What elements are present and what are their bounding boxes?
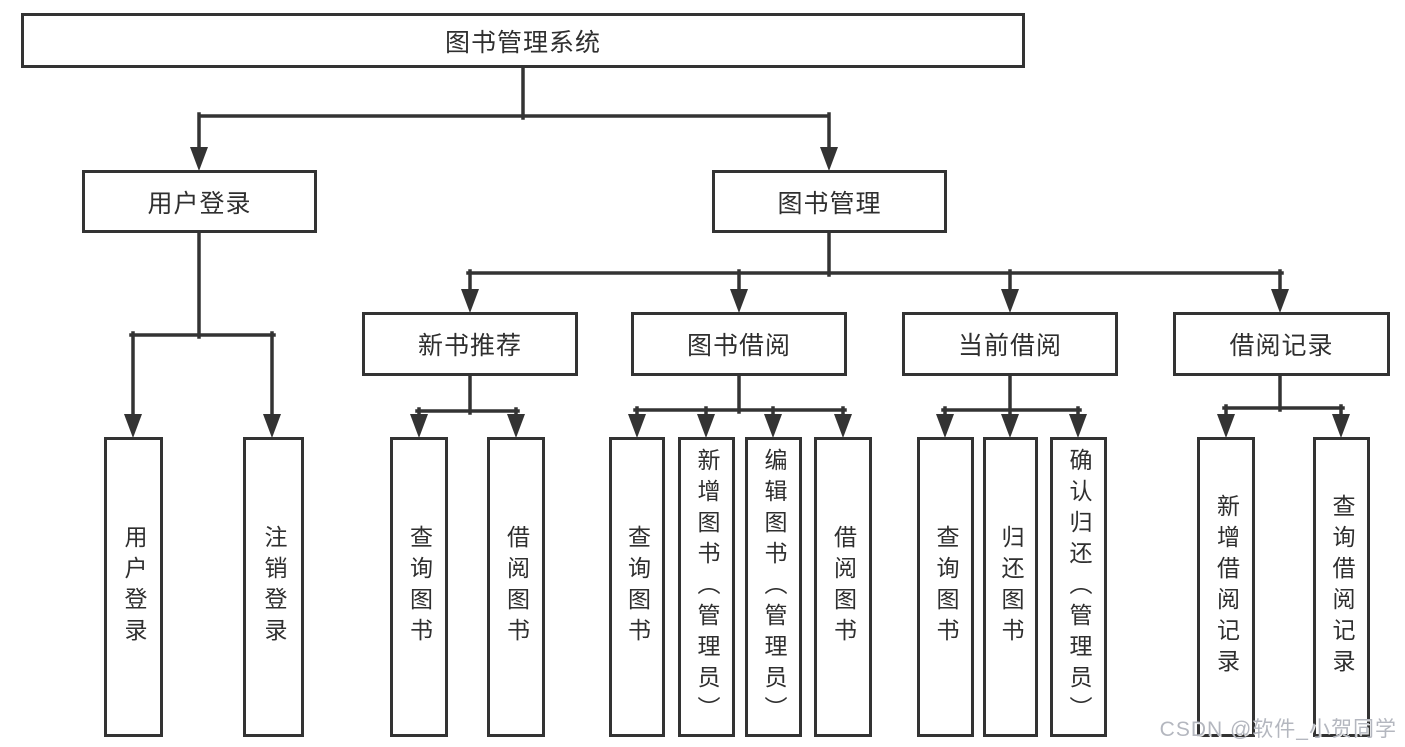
- node-label: 借阅图书: [503, 525, 530, 649]
- node-label: 借阅记录: [1229, 332, 1334, 360]
- arrowhead-icon: [190, 147, 208, 171]
- node-leaf-user-login: 用户登录: [104, 437, 163, 737]
- arrowhead-icon: [697, 414, 715, 438]
- node-label: 图书管理系统: [444, 28, 601, 57]
- connector-path: [129, 66, 1345, 422]
- node-label: 查询借阅记录: [1329, 494, 1355, 680]
- node-leaf-query-book-2: 查询图书: [609, 437, 665, 737]
- node-label: 新增借阅记录: [1213, 494, 1240, 680]
- node-leaf-query-borrow-record: 查询借阅记录: [1313, 437, 1370, 737]
- arrowhead-icon: [410, 414, 428, 438]
- node-label: 查询图书: [406, 525, 433, 649]
- node-label: 用户登录: [121, 525, 147, 649]
- node-user-login-branch: 用户登录: [82, 170, 317, 233]
- node-label: 归还图书: [998, 525, 1024, 649]
- node-root: 图书管理系统: [21, 13, 1025, 68]
- arrowhead-icon: [507, 414, 525, 438]
- node-book-borrow: 图书借阅: [631, 312, 847, 376]
- node-leaf-add-borrow-record: 新增借阅记录: [1197, 437, 1255, 737]
- csdn-watermark: CSDN @软件_小贺同学: [1159, 718, 1397, 741]
- arrowhead-icon: [1001, 289, 1019, 313]
- node-label: 用户登录: [147, 189, 252, 218]
- arrowhead-icon: [730, 289, 748, 313]
- arrowhead-icon: [834, 414, 852, 438]
- node-borrow-records: 借阅记录: [1173, 312, 1390, 376]
- node-leaf-add-book-admin: 新增图书（管理员）: [678, 437, 735, 737]
- node-label: 查询图书: [624, 525, 651, 649]
- arrowhead-icon: [1069, 414, 1087, 438]
- arrowhead-icon: [764, 414, 782, 438]
- node-leaf-query-book-1: 查询图书: [390, 437, 448, 737]
- arrowhead-icon: [124, 414, 142, 438]
- arrowhead-icon: [1271, 289, 1289, 313]
- arrowhead-icon: [263, 414, 281, 438]
- node-leaf-borrow-book-1: 借阅图书: [487, 437, 545, 737]
- node-current-borrow: 当前借阅: [902, 312, 1118, 376]
- arrowhead-icon: [820, 147, 838, 171]
- arrowhead-icon: [936, 414, 954, 438]
- arrowhead-icon: [628, 414, 646, 438]
- node-leaf-query-book-3: 查询图书: [917, 437, 974, 737]
- node-label: 确认归还（管理员）: [1066, 447, 1092, 727]
- arrowhead-icon: [1001, 414, 1019, 438]
- node-label: 编辑图书（管理员）: [761, 447, 787, 727]
- node-book-management: 图书管理: [712, 170, 947, 233]
- node-leaf-borrow-book-2: 借阅图书: [814, 437, 872, 737]
- node-leaf-edit-book-admin: 编辑图书（管理员）: [745, 437, 802, 737]
- node-label: 新书推荐: [417, 332, 522, 360]
- node-leaf-return-book: 归还图书: [983, 437, 1038, 737]
- node-leaf-confirm-return-admin: 确认归还（管理员）: [1050, 437, 1107, 737]
- arrowhead-icon: [461, 289, 479, 313]
- node-label: 图书管理: [777, 189, 882, 218]
- node-label: 当前借阅: [957, 332, 1062, 360]
- node-leaf-logout: 注销登录: [243, 437, 304, 737]
- node-label: 借阅图书: [830, 525, 857, 649]
- node-label: 图书借阅: [686, 332, 791, 360]
- node-label: 新增图书（管理员）: [694, 447, 720, 727]
- arrowhead-icon: [1332, 414, 1350, 438]
- node-label: 查询图书: [933, 525, 959, 649]
- node-label: 注销登录: [261, 525, 287, 649]
- arrowhead-icon: [1217, 414, 1235, 438]
- node-new-book-recommend: 新书推荐: [362, 312, 578, 376]
